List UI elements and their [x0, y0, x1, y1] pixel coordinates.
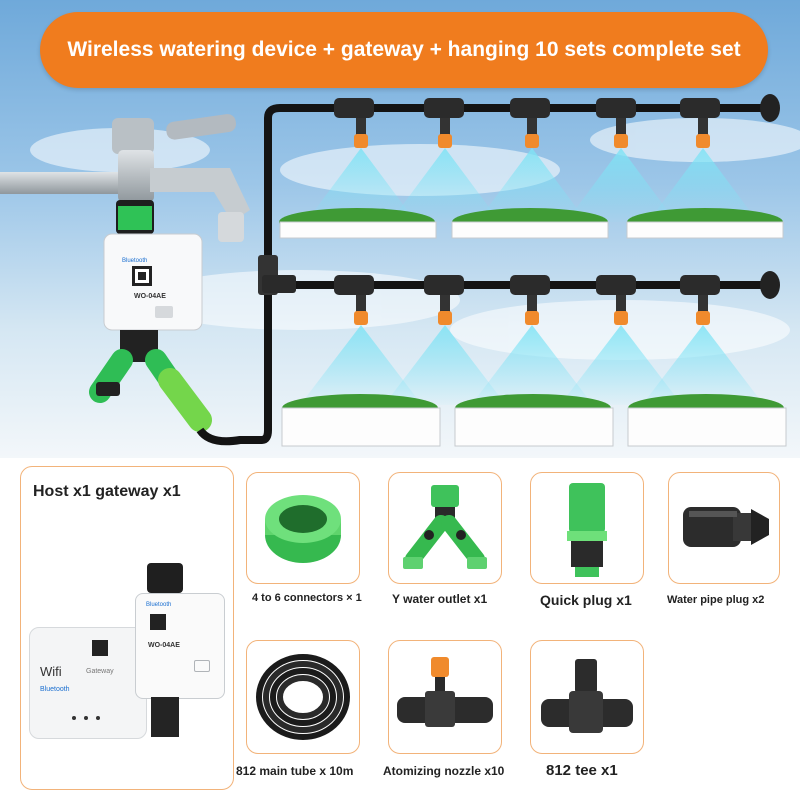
clouds: [30, 118, 800, 360]
top-row-nozzles: [306, 94, 780, 222]
part-card-pipe-plug: [668, 472, 780, 584]
y-splitter-icon: [403, 485, 487, 569]
host-panel-title: Host x1 gateway x1: [33, 483, 181, 500]
part-card-nozzle: [388, 640, 502, 754]
part-label-y-outlet: Y water outlet x1: [392, 592, 488, 606]
nozzle-icon: [397, 657, 493, 727]
title-banner: Wireless watering device + gateway + han…: [40, 12, 768, 88]
gateway-device: Wifi Gateway Bluetooth: [29, 627, 147, 739]
part-card-y-outlet: [388, 472, 502, 584]
controller-model: WO-04AE: [148, 642, 180, 649]
hero-illustration: Bluetooth WO-04AE: [0, 0, 800, 458]
tube-coil-icon: [256, 654, 350, 740]
part-card-connector: [246, 472, 360, 584]
hero-device-brand: Bluetooth: [122, 258, 147, 264]
hero-main-hose: [196, 104, 770, 446]
hero-device-model: WO-04AE: [134, 293, 166, 300]
controller-device: Bluetooth WO-04AE: [135, 593, 225, 699]
part-card-main-tube: [246, 640, 360, 754]
tee-icon: [541, 659, 633, 733]
part-label-quick-plug: Quick plug x1: [540, 592, 632, 608]
controller-brand: Bluetooth: [146, 602, 172, 608]
gateway-qr-code: [92, 640, 108, 656]
part-label-nozzle: Atomizing nozzle x10: [383, 764, 505, 778]
pipe-plug-icon: [683, 507, 769, 547]
bottom-row-nozzles: [300, 271, 780, 405]
connector-ring-icon: [265, 495, 341, 563]
gateway-name-label: Gateway: [86, 668, 114, 675]
planters-bottom-row: [281, 394, 787, 447]
controller-qr-code: [150, 614, 166, 630]
part-label-tee: 812 tee x1: [546, 762, 618, 779]
controller-inlet: [147, 563, 183, 593]
gateway-wifi-label: Wifi: [40, 664, 62, 679]
hero-y-splitter: [89, 349, 212, 432]
controller-outlet: [151, 697, 179, 737]
planters-top-row: [279, 208, 784, 239]
gateway-bluetooth-label: Bluetooth: [40, 686, 70, 693]
host-panel: Host x1 gateway x1 Wifi Gateway Bluetoot…: [20, 466, 234, 790]
part-label-pipe-plug: Water pipe plug x2: [667, 594, 765, 606]
faucet: [112, 114, 250, 242]
part-card-tee: [530, 640, 644, 754]
supply-pipe: [0, 172, 135, 194]
part-label-main-tube: 812 main tube x 10m: [236, 764, 354, 778]
hero-controller: [103, 233, 203, 331]
quick-plug-icon: [567, 483, 607, 577]
part-card-quick-plug: [530, 472, 644, 584]
irrigation-scene: Bluetooth WO-04AE: [0, 94, 800, 447]
banner-title: Wireless watering device + gateway + han…: [67, 38, 741, 61]
part-label-connector: 4 to 6 connectors × 1: [252, 592, 362, 604]
